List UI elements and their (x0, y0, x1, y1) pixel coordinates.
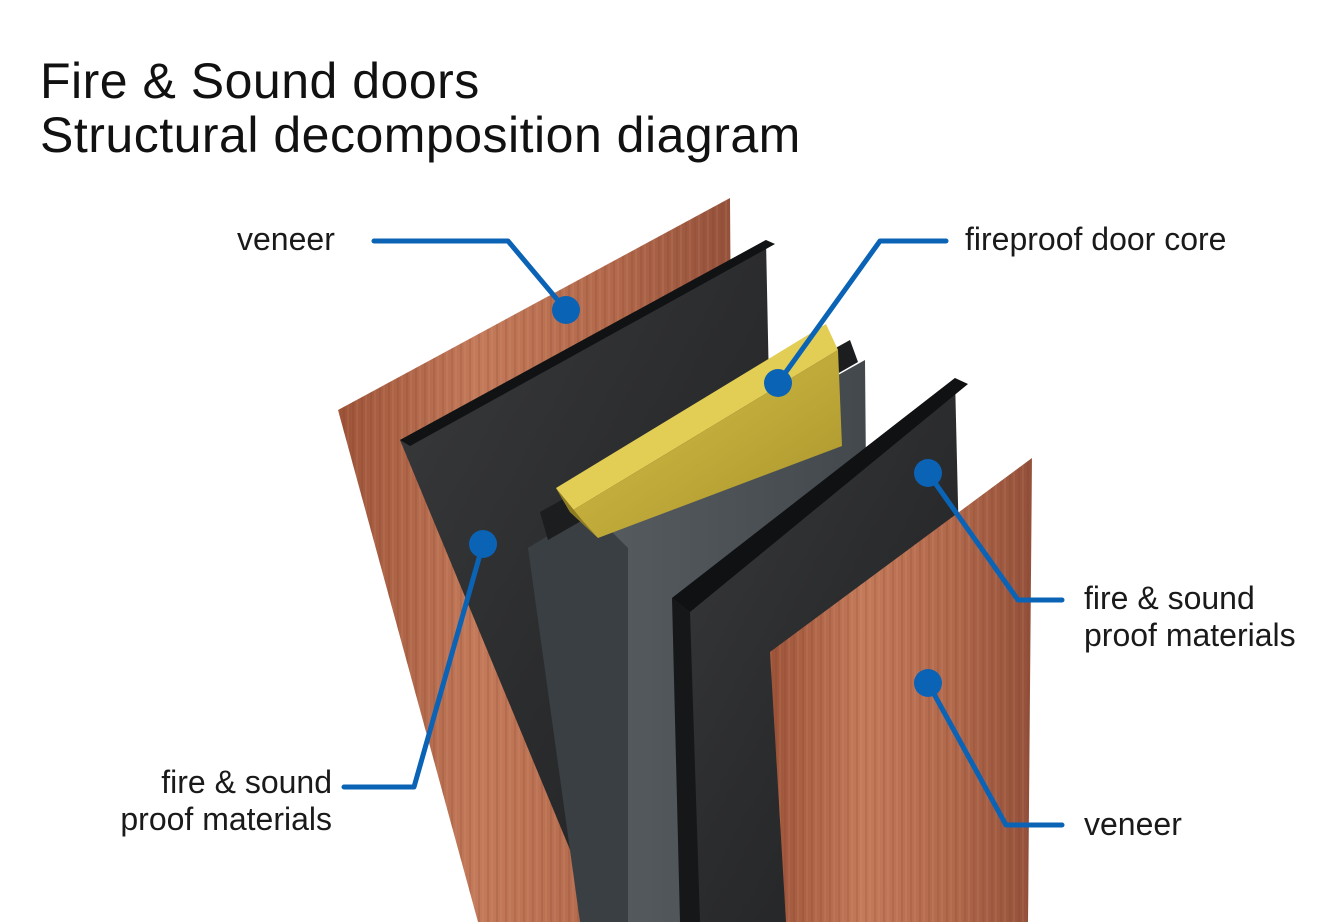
fireproof-core-block (556, 324, 842, 538)
label-veneer-front-text: veneer (1084, 806, 1182, 842)
label-material-right-line-2: proof materials (1084, 617, 1296, 653)
marker-material-left (469, 530, 497, 558)
leader-veneer-front (925, 680, 1065, 828)
leader-material-left (341, 541, 486, 790)
label-fireproof-door-core: fireproof door core (965, 221, 1226, 258)
marker-veneer-back (552, 296, 580, 324)
label-veneer-back-text: veneer (237, 221, 335, 257)
label-material-left-line-2: proof materials (120, 801, 332, 837)
veneer-front-panel (770, 458, 1032, 922)
label-veneer-front: veneer (1084, 806, 1182, 843)
title-line-2: Structural decomposition diagram (40, 107, 801, 163)
label-core-text: fireproof door core (965, 221, 1227, 257)
label-material-right-line-1: fire & sound (1084, 580, 1255, 616)
marker-core (764, 369, 792, 397)
title-line-1: Fire & Sound doors (40, 53, 480, 109)
label-material-left-line-1: fire & sound (161, 764, 332, 800)
marker-material-right (914, 459, 942, 487)
marker-veneer-front (914, 669, 942, 697)
page-title: Fire & Sound doors Structural decomposit… (40, 54, 801, 162)
leader-material-right (925, 470, 1065, 603)
label-material-right: fire & sound proof materials (1084, 580, 1296, 654)
leader-veneer-back (371, 238, 569, 313)
label-material-left: fire & sound proof materials (96, 764, 332, 838)
label-veneer-back: veneer (237, 221, 335, 258)
leader-core (775, 238, 949, 386)
